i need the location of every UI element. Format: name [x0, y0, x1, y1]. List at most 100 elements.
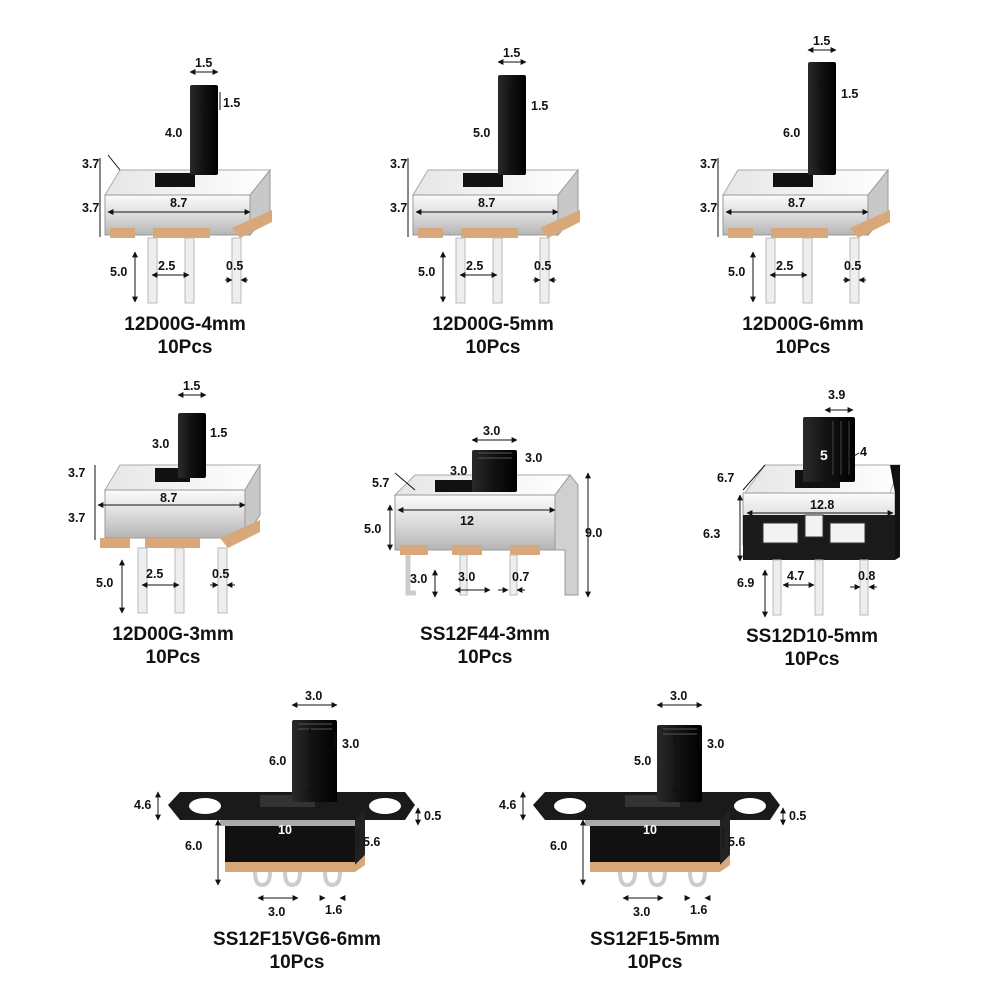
pins	[455, 237, 550, 304]
dim-depth: 5.7	[372, 476, 389, 490]
dim-pitch: 2.5	[146, 567, 163, 581]
dim-knob-height: 3.0	[152, 437, 169, 451]
switch-body	[722, 168, 890, 238]
switch-drawing: 3.0 3.0 5.0 4.6 0.5 10 5.6 6.0 3.0 1.6	[499, 689, 806, 919]
dim-pin-length: 6.9	[737, 576, 754, 590]
dim-pin-width: 0.8	[858, 569, 875, 583]
dim-knob-depth: 4	[860, 445, 867, 459]
switch-drawing: 1.5 1.5 6.0 3.7 3.7 8.7 5.0 2.5 0.5	[700, 34, 890, 304]
dim-depth: 3.7	[700, 157, 717, 171]
switch-drawing: 3.9 5 4 6.7 12.8 6.3 6.9 4.7 0.8	[703, 388, 901, 618]
actuator-knob	[803, 417, 855, 482]
product-ss12f15-5mm: 3.0 3.0 5.0 4.6 0.5 10 5.6 6.0 3.0 1.6 S…	[495, 680, 806, 995]
dim-width: 8.7	[160, 491, 177, 505]
product-12d00g-3mm: 1.5 1.5 3.0 3.7 3.7 8.7 5.0 2.5 0.5 12D0…	[60, 365, 310, 685]
dim-knob-width: 1.5	[195, 56, 212, 70]
pins	[253, 871, 342, 888]
dim-pitch: 3.0	[458, 570, 475, 584]
product-caption: 12D00G-6mm 10Pcs	[683, 313, 923, 359]
product-12d00g-4mm: 1.5 1.5 4.0 3.7 3.7 8.7 5.0 2.5 0.5 12D0…	[60, 40, 310, 360]
dim-knob-depth: 1.5	[210, 426, 227, 440]
switch-body	[412, 168, 580, 238]
product-caption: 12D00G-3mm 10Pcs	[53, 623, 293, 669]
model-name: SS12F44-3mm	[420, 624, 550, 645]
quantity: 10Pcs	[465, 337, 521, 358]
actuator-knob	[808, 62, 836, 175]
dim-knob-width: 3.0	[483, 424, 500, 438]
switch-drawing: 3.0 3.0 3.0 5.7 5.0 12 9.0 3.0 3.0 0.7	[364, 424, 602, 598]
switch-drawing: 1.5 1.5 3.0 3.7 3.7 8.7 5.0 2.5 0.5	[68, 379, 261, 614]
product-ss12f15vg6-6mm: 3.0 3.0 6.0 4.6 0.5 10 5.6 6.0 3.0 1.6 S…	[130, 680, 441, 995]
quantity: 10Pcs	[269, 952, 325, 973]
dim-pin-width: 0.5	[844, 259, 861, 273]
dim-pin-width: 1.6	[690, 903, 707, 917]
dim-pin-width: 0.5	[226, 259, 243, 273]
dim-knob-depth: 3.0	[707, 737, 724, 751]
dim-pin-length: 5.0	[110, 265, 127, 279]
dim-pitch: 4.7	[787, 569, 804, 583]
dim-knob-height: 5	[820, 447, 828, 463]
pins	[772, 559, 869, 616]
actuator-knob	[472, 450, 517, 492]
dim-knob-height: 6.0	[269, 754, 286, 768]
model-name: 12D00G-3mm	[112, 624, 234, 645]
quantity: 10Pcs	[145, 647, 201, 668]
pins	[765, 237, 860, 304]
dim-pin-width: 1.6	[325, 903, 342, 917]
dim-height: 3.7	[82, 201, 99, 215]
product-12d00g-6mm: 1.5 1.5 6.0 3.7 3.7 8.7 5.0 2.5 0.5 12D0…	[678, 34, 928, 360]
dim-flange-height: 4.6	[134, 798, 151, 812]
dim-pin-length: 5.0	[96, 576, 113, 590]
dim-height: 5.0	[364, 522, 381, 536]
model-name: SS12F15-5mm	[590, 929, 720, 950]
dim-pitch: 2.5	[776, 259, 793, 273]
model-name: 12D00G-4mm	[124, 314, 246, 335]
dim-plate-thickness: 0.5	[789, 809, 806, 823]
dim-depth: 5.6	[363, 835, 380, 849]
model-name: 12D00G-5mm	[432, 314, 554, 335]
dim-height: 3.7	[700, 201, 717, 215]
dim-total-height: 9.0	[585, 526, 602, 540]
dim-knob-width: 3.0	[305, 689, 322, 703]
dim-width: 8.7	[170, 196, 187, 210]
switch-drawing: 1.5 1.5 4.0 3.7 3.7 8.7 5.0 2.5 0.5	[82, 56, 272, 304]
switch-drawing: 1.5 1.5 5.0 3.7 3.7 8.7 5.0 2.5 0.5	[390, 46, 580, 304]
dim-depth: 6.7	[717, 471, 734, 485]
pins	[137, 547, 228, 614]
actuator-knob	[498, 75, 526, 175]
dim-height: 6.0	[185, 839, 202, 853]
switch-drawing: 3.0 3.0 6.0 4.6 0.5 10 5.6 6.0 3.0 1.6	[134, 689, 441, 919]
quantity: 10Pcs	[627, 952, 683, 973]
dim-knob-width: 3.0	[670, 689, 687, 703]
dim-plate-thickness: 0.5	[424, 809, 441, 823]
model-name: SS12D10-5mm	[745, 626, 879, 647]
dim-width: 8.7	[478, 196, 495, 210]
product-ss12f44-3mm: 3.0 3.0 3.0 5.7 5.0 12 9.0 3.0 3.0 0.7 S…	[360, 365, 620, 685]
dim-pin-length: 5.0	[728, 265, 745, 279]
product-caption: SS12F44-3mm 10Pcs	[365, 623, 605, 669]
product-caption: SS12D10-5mm 10Pcs	[692, 625, 932, 671]
dim-knob-height: 6.0	[783, 126, 800, 140]
pins	[618, 871, 707, 888]
quantity: 10Pcs	[157, 337, 213, 358]
dim-depth: 3.7	[68, 466, 85, 480]
product-caption: 12D00G-4mm 10Pcs	[65, 313, 305, 359]
dim-width: 12	[460, 514, 474, 528]
quantity: 10Pcs	[784, 649, 840, 670]
dim-height: 3.7	[68, 511, 85, 525]
dim-pin-width: 0.5	[534, 259, 551, 273]
dim-knob-depth: 3.0	[525, 451, 542, 465]
product-12d00g-5mm: 1.5 1.5 5.0 3.7 3.7 8.7 5.0 2.5 0.5 12D0…	[368, 40, 618, 360]
product-ss12d10-5mm: 3.9 5 4 6.7 12.8 6.3 6.9 4.7 0.8 SS12D10…	[695, 365, 955, 685]
pins	[405, 554, 518, 596]
dim-depth: 5.6	[728, 835, 745, 849]
dim-pin-width: 0.5	[212, 567, 229, 581]
dim-knob-depth: 1.5	[841, 87, 858, 101]
dim-flange-height: 4.6	[499, 798, 516, 812]
dim-knob-width: 1.5	[503, 46, 520, 60]
product-caption: SS12F15VG6-6mm 10Pcs	[177, 928, 417, 974]
dim-pin-offset: 3.0	[410, 572, 427, 586]
quantity: 10Pcs	[775, 337, 831, 358]
dim-width: 10	[643, 823, 657, 837]
dim-knob-height: 3.0	[450, 464, 467, 478]
